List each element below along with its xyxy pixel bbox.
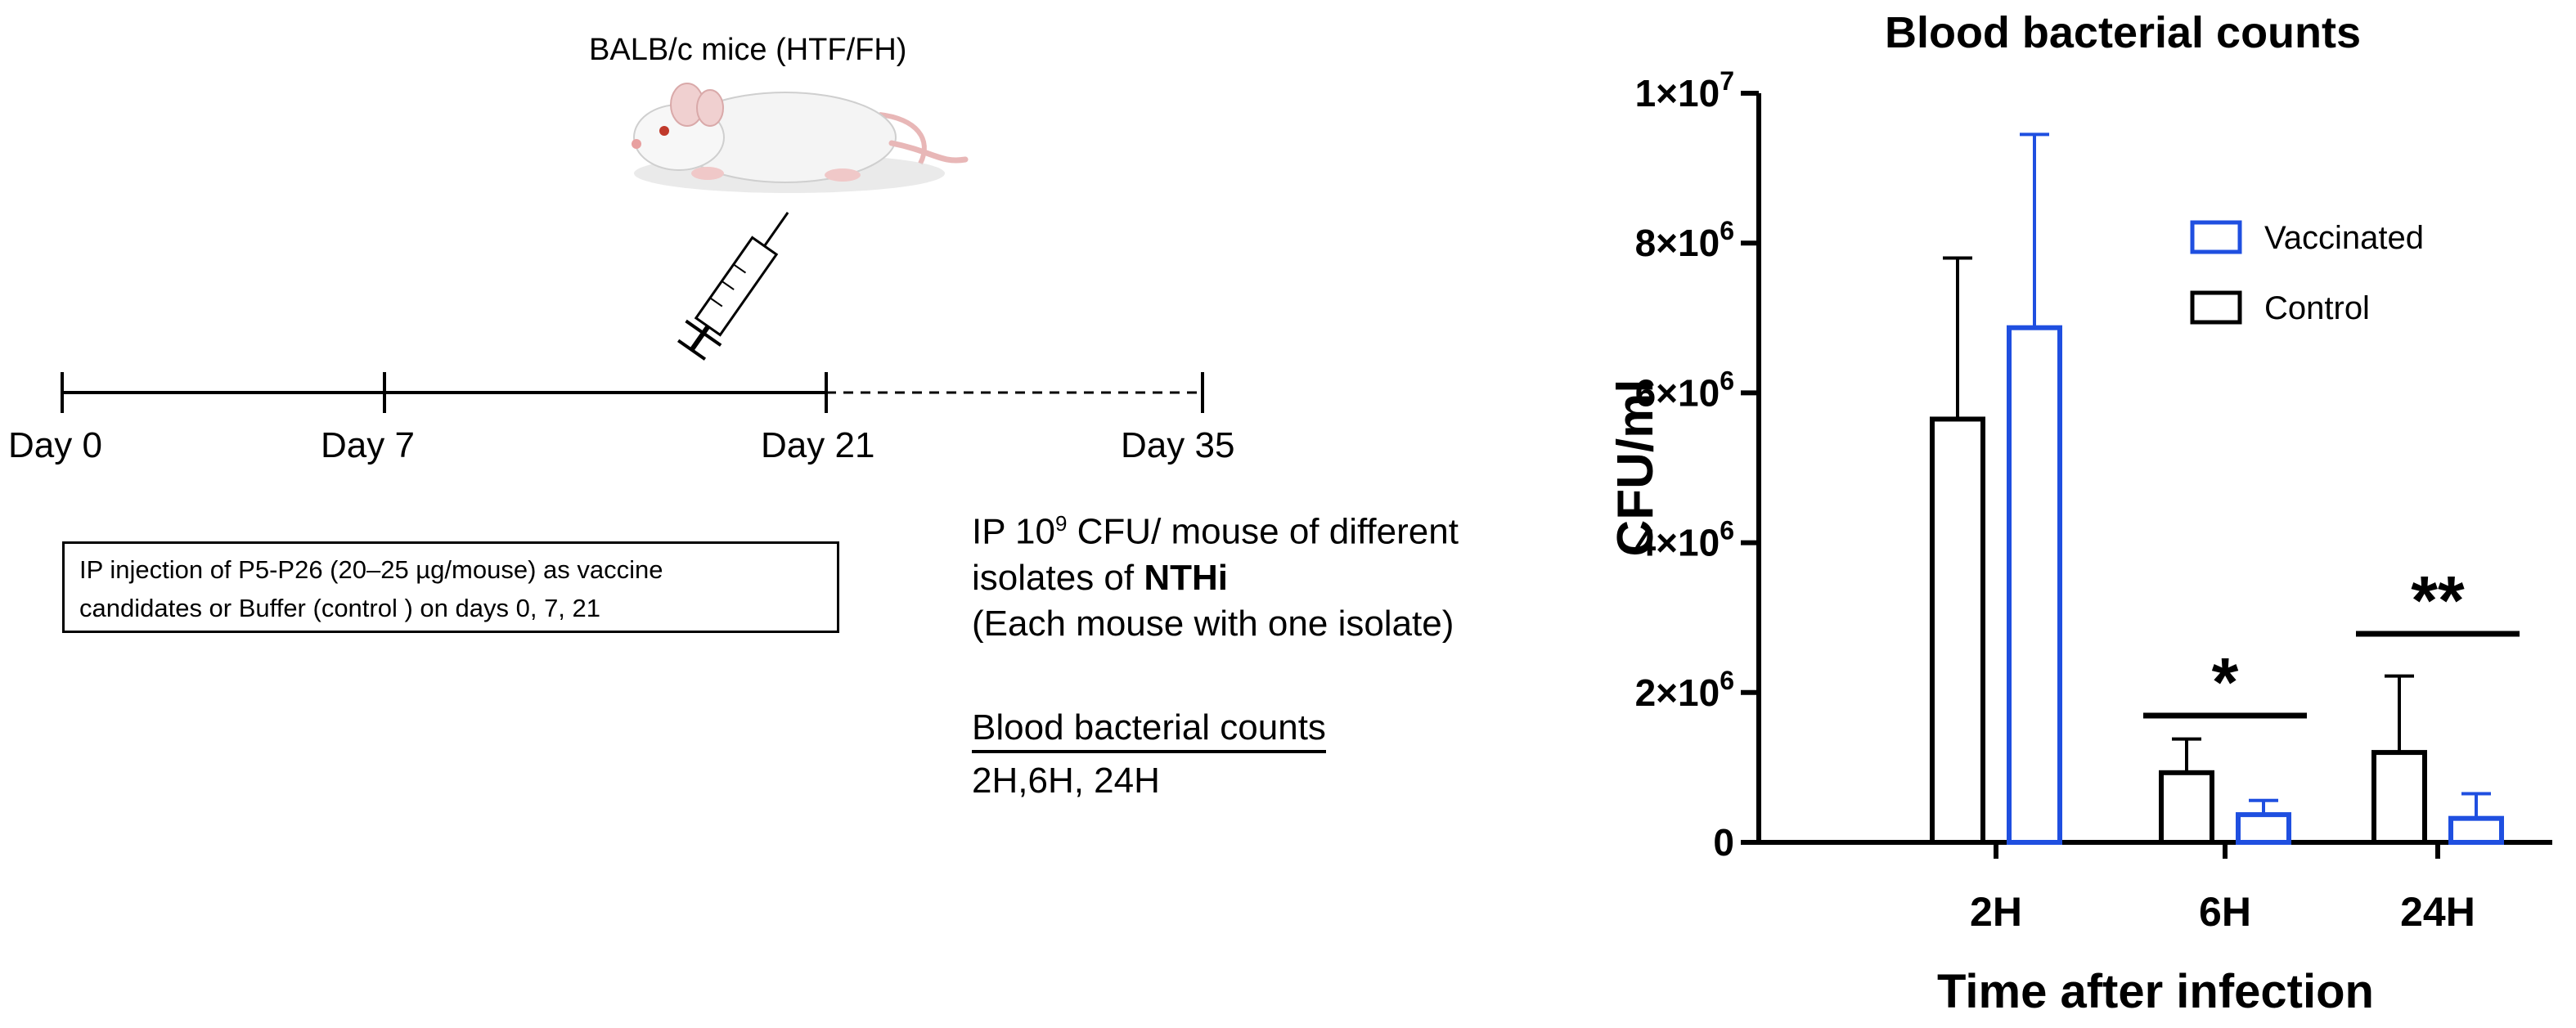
chart-title: Blood bacterial counts <box>1885 8 2361 57</box>
x-tick-label: 2H <box>1970 889 2022 935</box>
syringe-icon <box>677 212 789 361</box>
bar-control <box>1930 416 1985 845</box>
challenge-line3: (Each mouse with one isolate) <box>972 603 1454 644</box>
significance-label: * <box>2212 644 2239 720</box>
x-tick-label: 6H <box>2199 889 2251 935</box>
mouse-strain-label: BALB/c mice (HTF/FH) <box>589 33 907 67</box>
y-tick-label: 6×106 <box>1635 366 1734 414</box>
bar-chart: Blood bacterial counts 0 2×106 4×106 6×106 8×… <box>1607 8 2552 1018</box>
injection-text-line: candidates or Buffer (control ) on days … <box>79 594 601 622</box>
mouse-icon <box>632 83 969 193</box>
y-tick-label: 1×107 <box>1635 66 1734 114</box>
challenge-line1: CFU/ mouse of different <box>1067 511 1459 552</box>
bar-vaccinated <box>2236 812 2291 845</box>
challenge-description: IP 109 CFU/ mouse of different isolates … <box>972 501 1459 647</box>
x-tick-label: 24H <box>2400 889 2475 935</box>
day-label: Day 7 <box>321 425 415 465</box>
nthi-label: NTHi <box>1144 557 1228 598</box>
y-tick-label: 2×106 <box>1635 666 1734 714</box>
injection-schedule-box: IP injection of P5-P26 (20–25 µg/mouse) … <box>62 541 839 633</box>
y-tick-label: 8×106 <box>1635 216 1734 264</box>
day-label: Day 21 <box>761 425 875 465</box>
timeline-diagram <box>61 83 1204 413</box>
y-axis-label: CFU/ml <box>1607 379 1664 557</box>
y-tick-label: 4×106 <box>1635 516 1734 564</box>
bar-control <box>2159 770 2214 846</box>
legend-swatch <box>2190 290 2242 325</box>
counts-title: Blood bacterial counts <box>972 707 1326 753</box>
bar-vaccinated <box>2007 325 2062 845</box>
injection-text-line: IP injection of P5-P26 (20–25 µg/mouse) … <box>79 555 663 584</box>
bar-control <box>2371 750 2427 846</box>
bar-vaccinated <box>2448 815 2504 845</box>
day-label: Day 35 <box>1121 425 1235 465</box>
legend-swatch <box>2190 220 2242 254</box>
counts-times: 2H,6H, 24H <box>972 761 1160 801</box>
day-label: Day 0 <box>8 425 102 465</box>
legend-label: Control <box>2264 290 2370 326</box>
challenge-prefix: IP 10 <box>972 511 1055 552</box>
y-tick-label: 0 <box>1713 821 1734 864</box>
challenge-line2: isolates of <box>972 557 1144 598</box>
x-axis-label: Time after infection <box>1937 965 2374 1018</box>
significance-label: ** <box>2411 562 2465 639</box>
legend-label: Vaccinated <box>2264 220 2424 256</box>
challenge-exponent: 9 <box>1054 511 1068 536</box>
